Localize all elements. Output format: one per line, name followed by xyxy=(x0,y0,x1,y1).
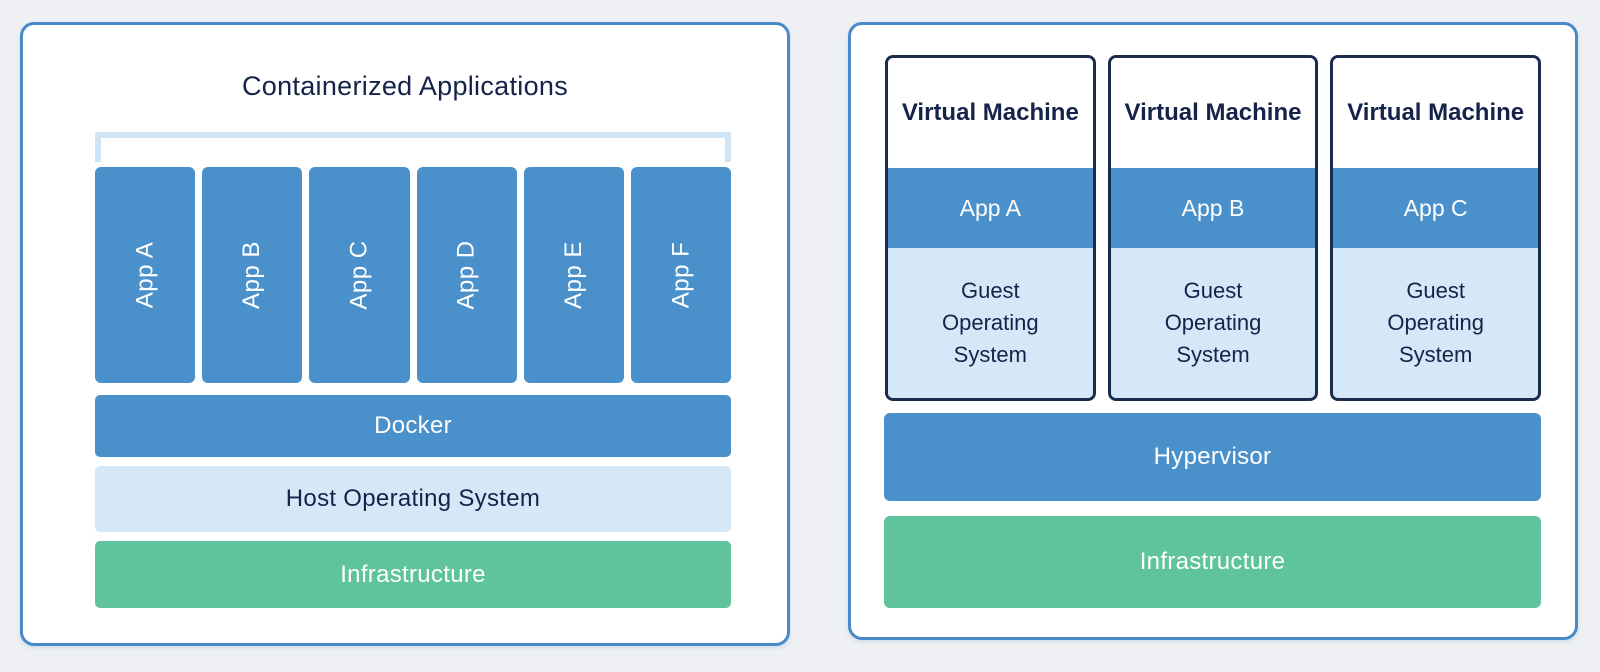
right-infrastructure-label: Infrastructure xyxy=(1139,548,1286,575)
container-app-f: App F xyxy=(630,167,732,383)
vm-card-3-title: Virtual Machine xyxy=(1333,58,1539,168)
left-panel-title: Containerized Applications xyxy=(242,71,568,101)
vm-card-1-app: App A xyxy=(888,168,1093,248)
docker-layer-label: Docker xyxy=(374,412,452,439)
right-infrastructure-layer: Infrastructure xyxy=(884,516,1541,608)
vm-card-1-guest-os: Guest Operating System xyxy=(888,248,1093,398)
vm-card-3-app-label: App C xyxy=(1403,194,1468,221)
container-apps-row: App A App B App C App D App E App F xyxy=(95,167,732,383)
container-app-c: App C xyxy=(309,167,410,383)
left-infrastructure-layer: Infrastructure xyxy=(95,541,731,608)
vm-card-2: Virtual Machine App B Guest Operating Sy… xyxy=(1107,55,1319,401)
left-infrastructure-label: Infrastructure xyxy=(340,560,486,588)
vm-card-3-app: App C xyxy=(1333,168,1539,248)
vm-card-2-app: App B xyxy=(1110,168,1316,248)
host-operating-system-layer: Host Operating System xyxy=(95,466,731,532)
container-app-d: App D xyxy=(416,167,517,383)
vm-cards-row: Virtual Machine App A Guest Operating Sy… xyxy=(885,55,1542,401)
container-group-bracket xyxy=(95,132,731,162)
vm-card-2-app-label: App B xyxy=(1181,194,1245,221)
containerized-applications-panel: Containerized Applications App A App B A… xyxy=(20,22,790,646)
vm-card-1: Virtual Machine App A Guest Operating Sy… xyxy=(885,55,1096,401)
hypervisor-layer-label: Hypervisor xyxy=(1153,443,1272,470)
container-app-d-label: App D xyxy=(452,240,480,310)
container-app-b: App B xyxy=(202,167,303,383)
vm-card-1-guest-os-label: Guest Operating System xyxy=(942,278,1039,367)
vm-card-3-guest-os-label: Guest Operating System xyxy=(1387,278,1484,367)
host-os-layer-label: Host Operating System xyxy=(285,485,541,512)
container-app-e: App E xyxy=(523,167,624,383)
container-app-b-label: App B xyxy=(238,241,266,309)
virtual-machines-panel: Virtual Machine App A Guest Operating Sy… xyxy=(848,22,1578,640)
container-app-a: App A xyxy=(95,167,196,383)
container-app-c-label: App C xyxy=(345,240,373,310)
vm-card-2-guest-os-label: Guest Operating System xyxy=(1164,278,1262,367)
vm-card-2-title: Virtual Machine xyxy=(1110,58,1316,168)
container-app-e-label: App E xyxy=(559,241,587,309)
docker-layer: Docker xyxy=(95,395,731,457)
hypervisor-layer: Hypervisor xyxy=(884,413,1541,501)
vm-card-3-guest-os: Guest Operating System xyxy=(1333,248,1539,398)
container-app-f-label: App F xyxy=(666,241,694,309)
container-app-a-label: App A xyxy=(131,241,159,309)
vm-card-3: Virtual Machine App C Guest Operating Sy… xyxy=(1330,55,1542,401)
vm-card-1-app-label: App A xyxy=(959,194,1022,221)
vm-card-1-title: Virtual Machine xyxy=(888,58,1093,168)
vm-card-2-guest-os: Guest Operating System xyxy=(1110,248,1316,398)
